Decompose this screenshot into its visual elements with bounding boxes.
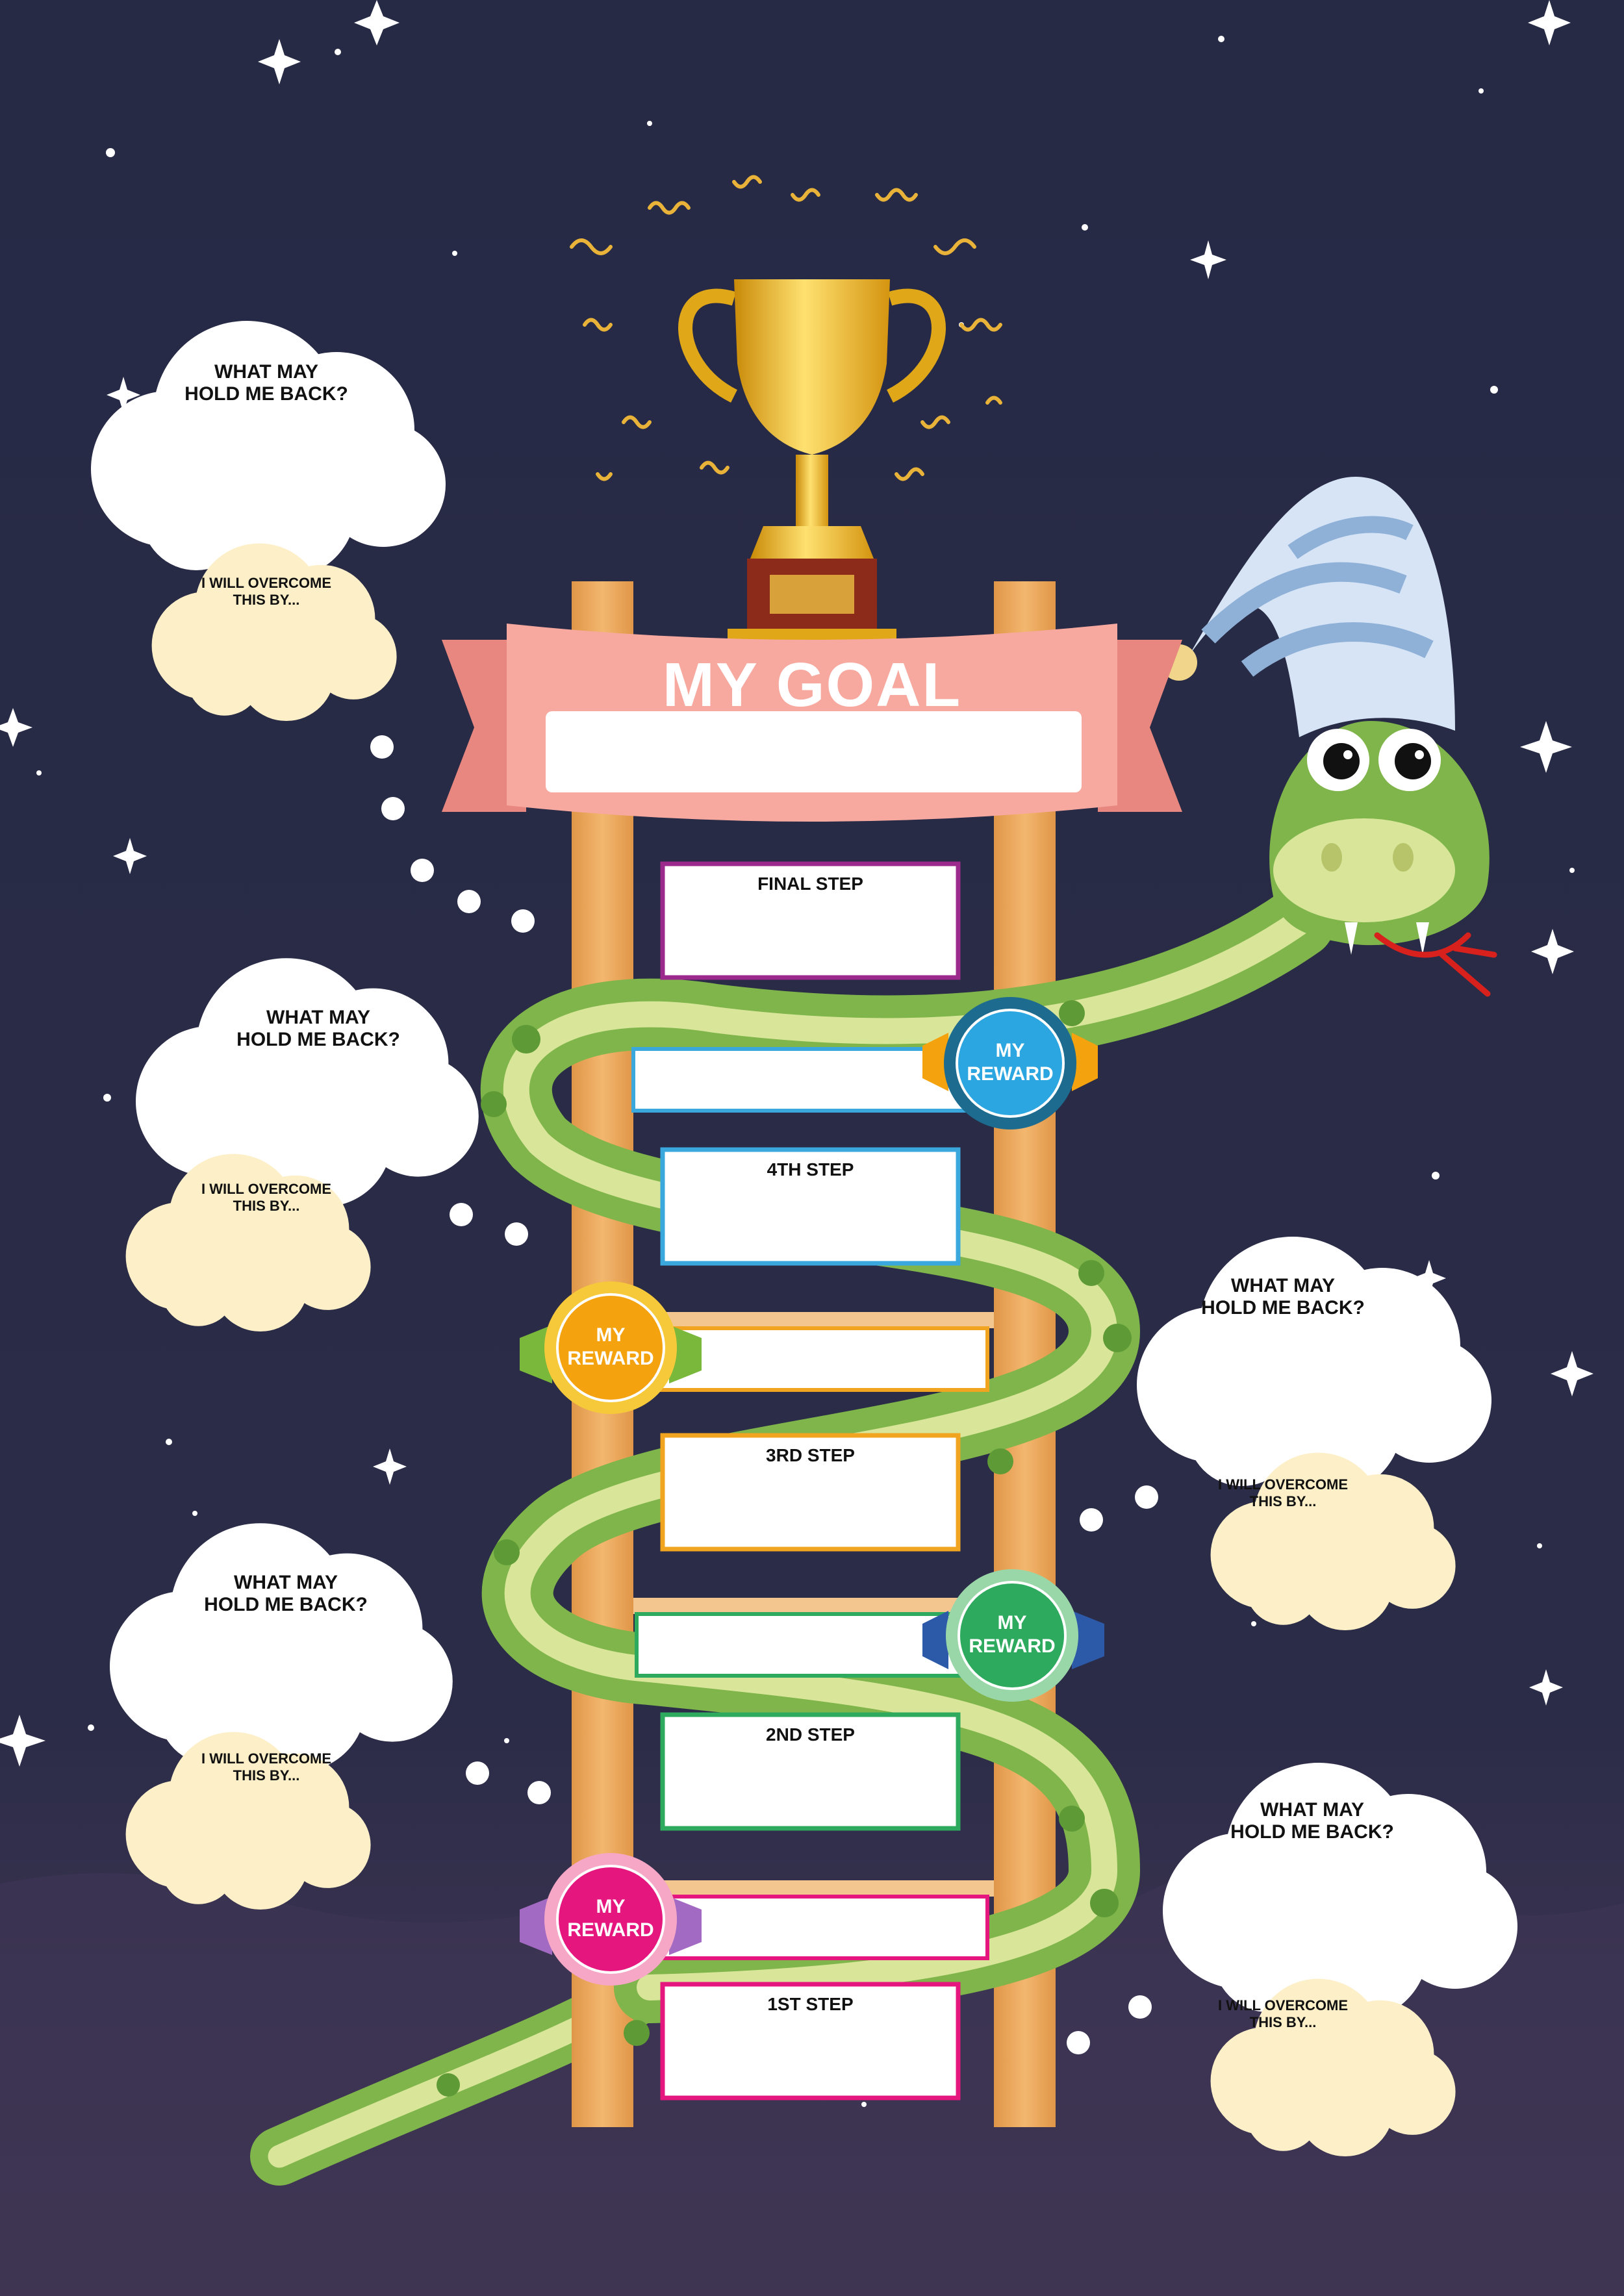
step-box-2nd[interactable] [660,1712,961,1831]
thought-trail-dots [370,735,1158,2054]
reward-label-pink: MY REWARD [567,1896,654,1941]
cloud-overcome-text-3: I WILL OVERCOME THIS BY... [1217,1476,1349,1509]
step-title-2nd: 2ND STEP [766,1724,855,1745]
cloud-overcome-text-2: I WILL OVERCOME THIS BY... [201,1181,332,1214]
step-box-4th[interactable] [660,1147,961,1266]
step-box-final[interactable] [660,861,961,980]
reward-field-green[interactable] [635,1612,963,1678]
sparkle-stars [0,0,1593,1959]
reward-label-blue: MY REWARD [967,1040,1054,1085]
cloud-question-text-4: WHAT MAY HOLD ME BACK? [204,1572,368,1615]
step-title-3rd: 3RD STEP [766,1445,855,1465]
step-box-3rd[interactable] [660,1433,961,1552]
reward-field-blue[interactable] [631,1047,973,1113]
goal-input-field[interactable] [546,711,1082,792]
trophy-icon [678,279,946,643]
cloud-question-text-3: WHAT MAY HOLD ME BACK? [1201,1275,1365,1318]
cloud-overcome-text-4: I WILL OVERCOME THIS BY... [201,1750,332,1784]
reward-badge-blue [922,997,1098,1129]
step-title-final: FINAL STEP [757,874,863,894]
snake-head [1269,721,1497,997]
step-title-1st: 1ST STEP [767,1994,854,2014]
reward-field-pink[interactable] [654,1895,989,1960]
cloud-overcome-text-1: I WILL OVERCOME THIS BY... [201,575,332,608]
reward-badge-green [922,1569,1104,1702]
reward-badge-orange [520,1281,702,1414]
reward-label-orange: MY REWARD [567,1324,654,1369]
nightcap [1161,477,1455,737]
reward-badge-pink [520,1853,702,1986]
reward-label-green: MY REWARD [969,1612,1056,1657]
cloud-question-text-1: WHAT MAY HOLD ME BACK? [184,361,348,405]
snake-spots [437,1000,1132,2097]
snake-body [480,887,1335,2023]
step-title-4th: 4TH STEP [767,1159,854,1180]
reward-field-orange[interactable] [654,1326,989,1392]
ladder-rail-right [994,581,1056,2127]
cloud-question-text-5: WHAT MAY HOLD ME BACK? [1230,1799,1394,1843]
cloud-overcome-text-5: I WILL OVERCOME THIS BY... [1217,1997,1349,2030]
confetti [570,175,1002,481]
goal-title: MY GOAL [662,650,962,720]
cloud-question-text-2: WHAT MAY HOLD ME BACK? [236,1007,400,1050]
step-box-1st[interactable] [660,1982,961,2100]
